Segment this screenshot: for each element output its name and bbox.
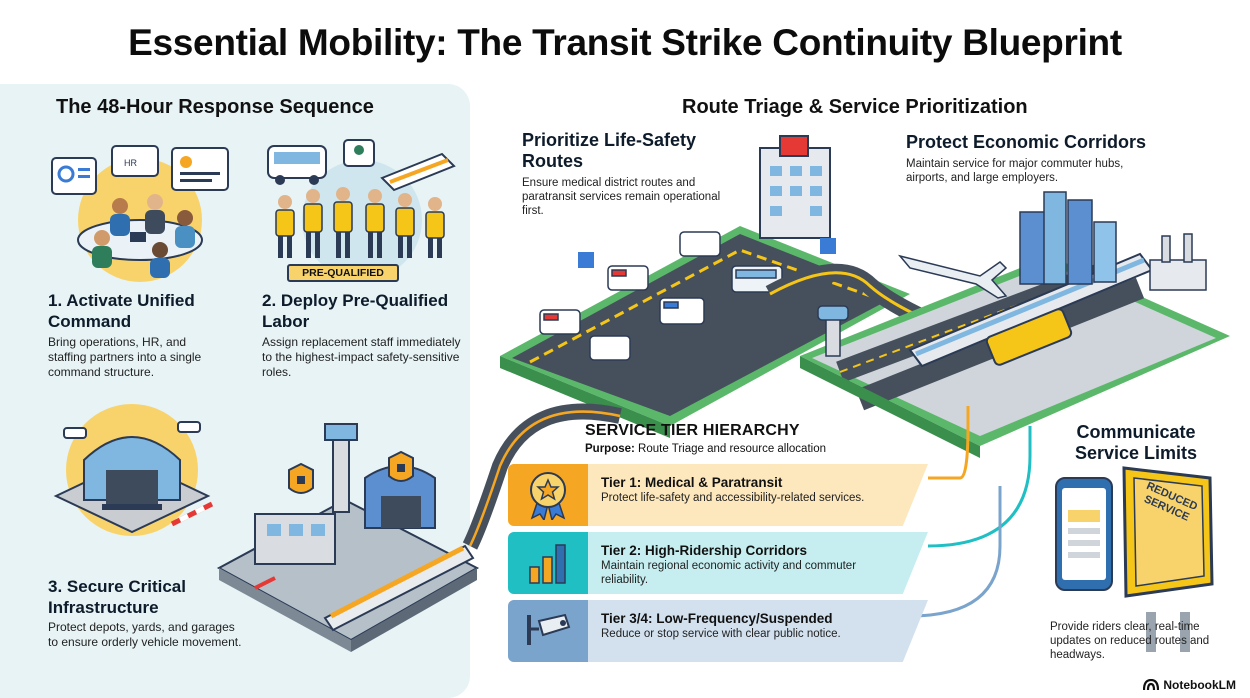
route-triage-heading: Route Triage & Service Prioritization bbox=[682, 96, 1028, 118]
step-3-title: 3. Secure Critical Infrastructure bbox=[48, 577, 186, 617]
communicate-limits-title: Communicate Service Limits bbox=[1074, 422, 1198, 463]
step-2-desc: Assign replacement staff immediately to … bbox=[262, 335, 461, 379]
secure-depot-illustration bbox=[44, 400, 219, 560]
svg-text:HR: HR bbox=[124, 158, 137, 168]
response-sequence-heading: The 48-Hour Response Sequence bbox=[56, 96, 374, 118]
life-safety-desc: Ensure medical district routes and parat… bbox=[522, 177, 721, 217]
pre-qualified-badge: PRE-QUALIFIED bbox=[287, 264, 399, 282]
tier-1-desc: Protect life-safety and accessibility-re… bbox=[601, 492, 865, 504]
unified-command-illustration: HR bbox=[40, 140, 240, 285]
tier-3-name: Tier 3/4: Low-Frequency/Suspended bbox=[601, 611, 833, 626]
tier-2-name: Tier 2: High-Ridership Corridors bbox=[601, 543, 808, 558]
tier-3-text: Tier 3/4: Low-Frequency/Suspended Reduce… bbox=[601, 610, 901, 641]
step-3-desc: Protect depots, yards, and garages to en… bbox=[48, 620, 242, 649]
step-1-title: 1. Activate Unified Command bbox=[48, 291, 195, 331]
tier-purpose-text: Route Triage and resource allocation bbox=[638, 443, 826, 455]
tier-1-name: Tier 1: Medical & Paratransit bbox=[601, 475, 783, 490]
page-title: Essential Mobility: The Transit Strike C… bbox=[128, 22, 1122, 63]
life-safety-title: Prioritize Life-Safety Routes bbox=[522, 130, 697, 171]
step-1-desc: Bring operations, HR, and staffing partn… bbox=[48, 335, 202, 379]
tier-purpose: Purpose: Route Triage and resource alloc… bbox=[585, 443, 826, 455]
route-network-illustration bbox=[440, 126, 1250, 686]
tier-2-desc: Maintain regional economic activity and … bbox=[601, 560, 857, 586]
tier-purpose-label: Purpose: bbox=[585, 443, 635, 455]
notebooklm-logo-icon bbox=[1143, 679, 1160, 691]
economic-corridors-title: Protect Economic Corridors bbox=[906, 132, 1147, 152]
step-2-title: 2. Deploy Pre-Qualified Labor bbox=[262, 291, 449, 331]
tier-3-camera-icon bbox=[508, 600, 588, 662]
tier-2-text: Tier 2: High-Ridership Corridors Maintai… bbox=[601, 542, 901, 587]
tier-3-desc: Reduce or stop service with clear public… bbox=[601, 628, 841, 640]
tier-hierarchy-heading: SERVICE TIER HIERARCHY bbox=[585, 422, 800, 439]
economic-corridors-desc: Maintain service for major commuter hubs… bbox=[906, 158, 1124, 184]
tier-2-bar-chart-icon bbox=[508, 532, 588, 594]
communicate-limits-desc: Provide riders clear, real-time updates … bbox=[1050, 621, 1210, 661]
tier-1-badge-icon bbox=[508, 464, 588, 526]
pre-qualified-labor-illustration bbox=[262, 132, 462, 282]
brand-label: NotebookLM bbox=[1163, 678, 1236, 692]
rail-yard-illustration bbox=[215, 418, 485, 688]
notebooklm-brand: NotebookLM bbox=[1143, 678, 1236, 692]
tier-1-text: Tier 1: Medical & Paratransit Protect li… bbox=[601, 474, 901, 505]
